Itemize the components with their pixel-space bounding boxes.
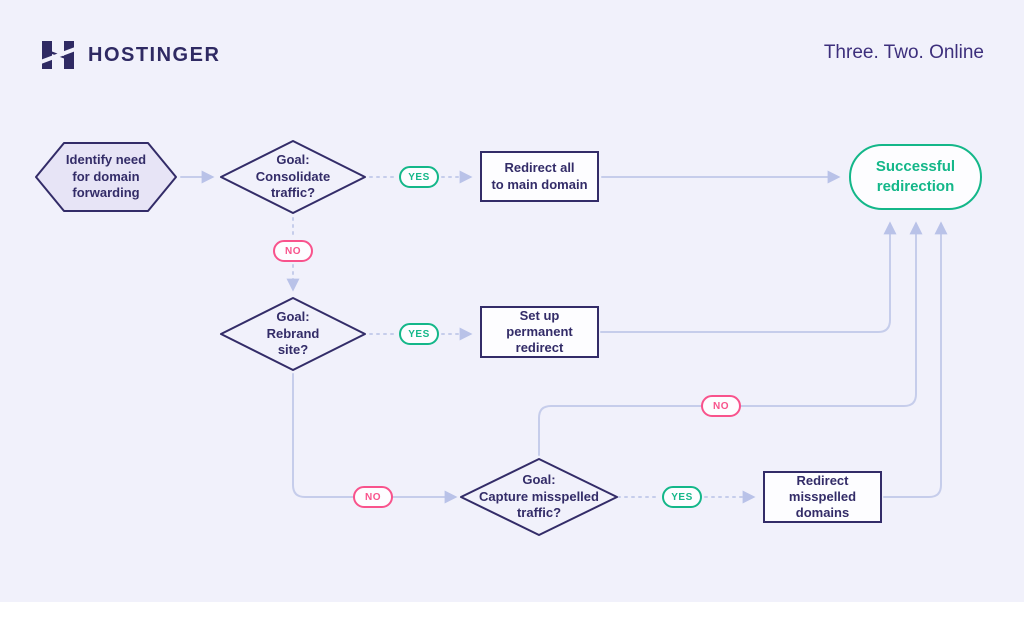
end-node: Successful redirection (849, 144, 982, 210)
action-redirect-misspelled: Redirect misspelled domains (763, 471, 882, 523)
start-hexagon (35, 142, 177, 212)
connector-rebrand-no-to-misspelled (292, 373, 458, 504)
action-redirect-main: Redirect all to main domain (480, 151, 599, 202)
action-permanent-redirect: Set up permanent redirect (480, 306, 599, 358)
brand-name: HOSTINGER (88, 43, 221, 66)
start-label: Identify need for domain forwarding (65, 151, 147, 201)
decision-consolidate-label: Goal: Consolidate traffic? (255, 151, 331, 201)
brand-lockup: HOSTINGER (40, 38, 220, 72)
no-pill-consolidate: NO (273, 240, 313, 262)
no-pill-rebrand: NO (353, 486, 393, 508)
brand-tagline: Three. Two. Online (823, 42, 984, 63)
decision-rebrand-label: Goal: Rebrand site? (266, 308, 320, 358)
bottom-white-strip (0, 602, 1024, 617)
no-pill-misspelled: NO (701, 395, 741, 417)
decision-consolidate-diamond (220, 140, 366, 214)
connector-redirect-misspelled-to-end (883, 221, 948, 498)
decision-misspelled-diamond (460, 458, 618, 536)
hostinger-logo-icon (40, 41, 76, 69)
decision-rebrand-diamond (220, 297, 366, 371)
yes-pill-misspelled: YES (662, 486, 702, 508)
logo-slash (40, 46, 76, 65)
yes-pill-rebrand: YES (399, 323, 439, 345)
yes-pill-consolidate: YES (399, 166, 439, 188)
connector-permanent-to-end (600, 221, 897, 333)
decision-misspelled-label: Goal: Capture misspelled traffic? (479, 471, 599, 521)
